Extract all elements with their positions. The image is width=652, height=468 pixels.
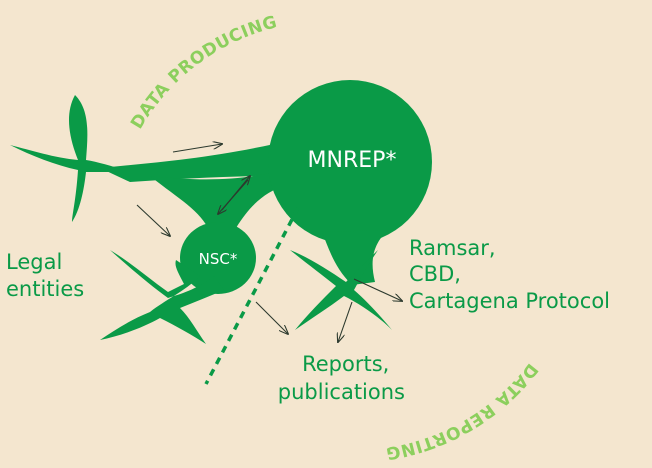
mnrep-label: MNREP* xyxy=(308,148,397,173)
conventions-label: Ramsar, CBD, Cartagena Protocol xyxy=(409,236,610,313)
arrow-nsc-to-mnrep xyxy=(221,176,250,211)
mnrep-node: MNREP* xyxy=(268,80,432,285)
flow-arrows xyxy=(136,144,402,342)
connector-web xyxy=(100,140,300,232)
arrow-legal-to-nsc xyxy=(136,204,170,236)
reports-label: Reports, publications xyxy=(278,352,405,404)
arrow-to-reports xyxy=(338,301,353,342)
legal-entities-label: Legal entities xyxy=(6,250,84,301)
data-producing-arc-label: DATA PRODUCING xyxy=(127,12,279,132)
arrow-legal-to-mnrep xyxy=(172,144,222,153)
lower-left-cross-shape xyxy=(100,250,224,344)
arrow-to-conventions xyxy=(353,278,402,301)
arrow-nsc-to-reports xyxy=(255,301,288,334)
nsc-label: NSC* xyxy=(199,250,238,268)
left-cross-shape xyxy=(10,95,130,222)
right-cross-shape xyxy=(290,250,392,330)
data-reporting-arc-label: DATA REPORTING xyxy=(384,359,541,463)
